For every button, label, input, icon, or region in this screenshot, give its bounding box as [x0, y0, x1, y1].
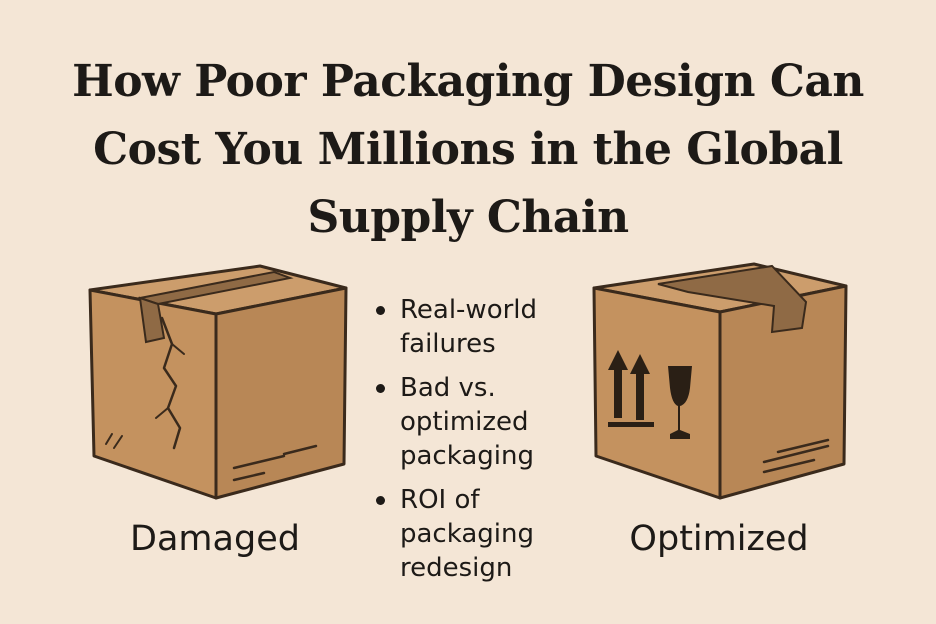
- bullet-1-line-1: Real-world: [400, 295, 538, 325]
- list-item: Bad vs. optimized packaging: [374, 371, 574, 473]
- bullet-icon: [376, 384, 385, 393]
- bullet-icon: [376, 496, 385, 505]
- page-title: How Poor Packaging Design Can Cost You M…: [40, 48, 896, 252]
- optimized-box-illustration: [588, 258, 858, 508]
- bullet-1-line-2: failures: [400, 329, 496, 359]
- bullet-3-line-1: ROI of: [400, 485, 480, 515]
- damaged-box-illustration: [84, 258, 354, 508]
- list-item: Real-world failures: [374, 293, 574, 361]
- torn-tape-flap: [138, 296, 166, 344]
- this-way-up-arrows-icon: [608, 350, 654, 427]
- fragile-glass-icon: [668, 366, 692, 439]
- bullet-icon: [376, 306, 385, 315]
- key-points-list: Real-world failures Bad vs. optimized pa…: [374, 293, 574, 595]
- optimized-label: Optimized: [629, 519, 809, 559]
- optimized-box-side: [718, 284, 848, 500]
- title-line-2: Cost You Millions in the Global: [93, 124, 843, 175]
- bullet-2-line-3: packaging: [400, 441, 534, 471]
- optimized-box-tape: [657, 264, 808, 334]
- damaged-label: Damaged: [130, 519, 300, 559]
- bullet-2-line-2: optimized: [400, 407, 529, 437]
- bullet-3-line-2: packaging: [400, 519, 534, 549]
- list-item: ROI of packaging redesign: [374, 483, 574, 585]
- bullet-3-line-3: redesign: [400, 553, 513, 583]
- title-line-3: Supply Chain: [307, 192, 629, 243]
- bullet-2-line-1: Bad vs.: [400, 373, 496, 403]
- optimized-box-front: [592, 286, 722, 500]
- title-line-1: How Poor Packaging Design Can: [72, 56, 864, 107]
